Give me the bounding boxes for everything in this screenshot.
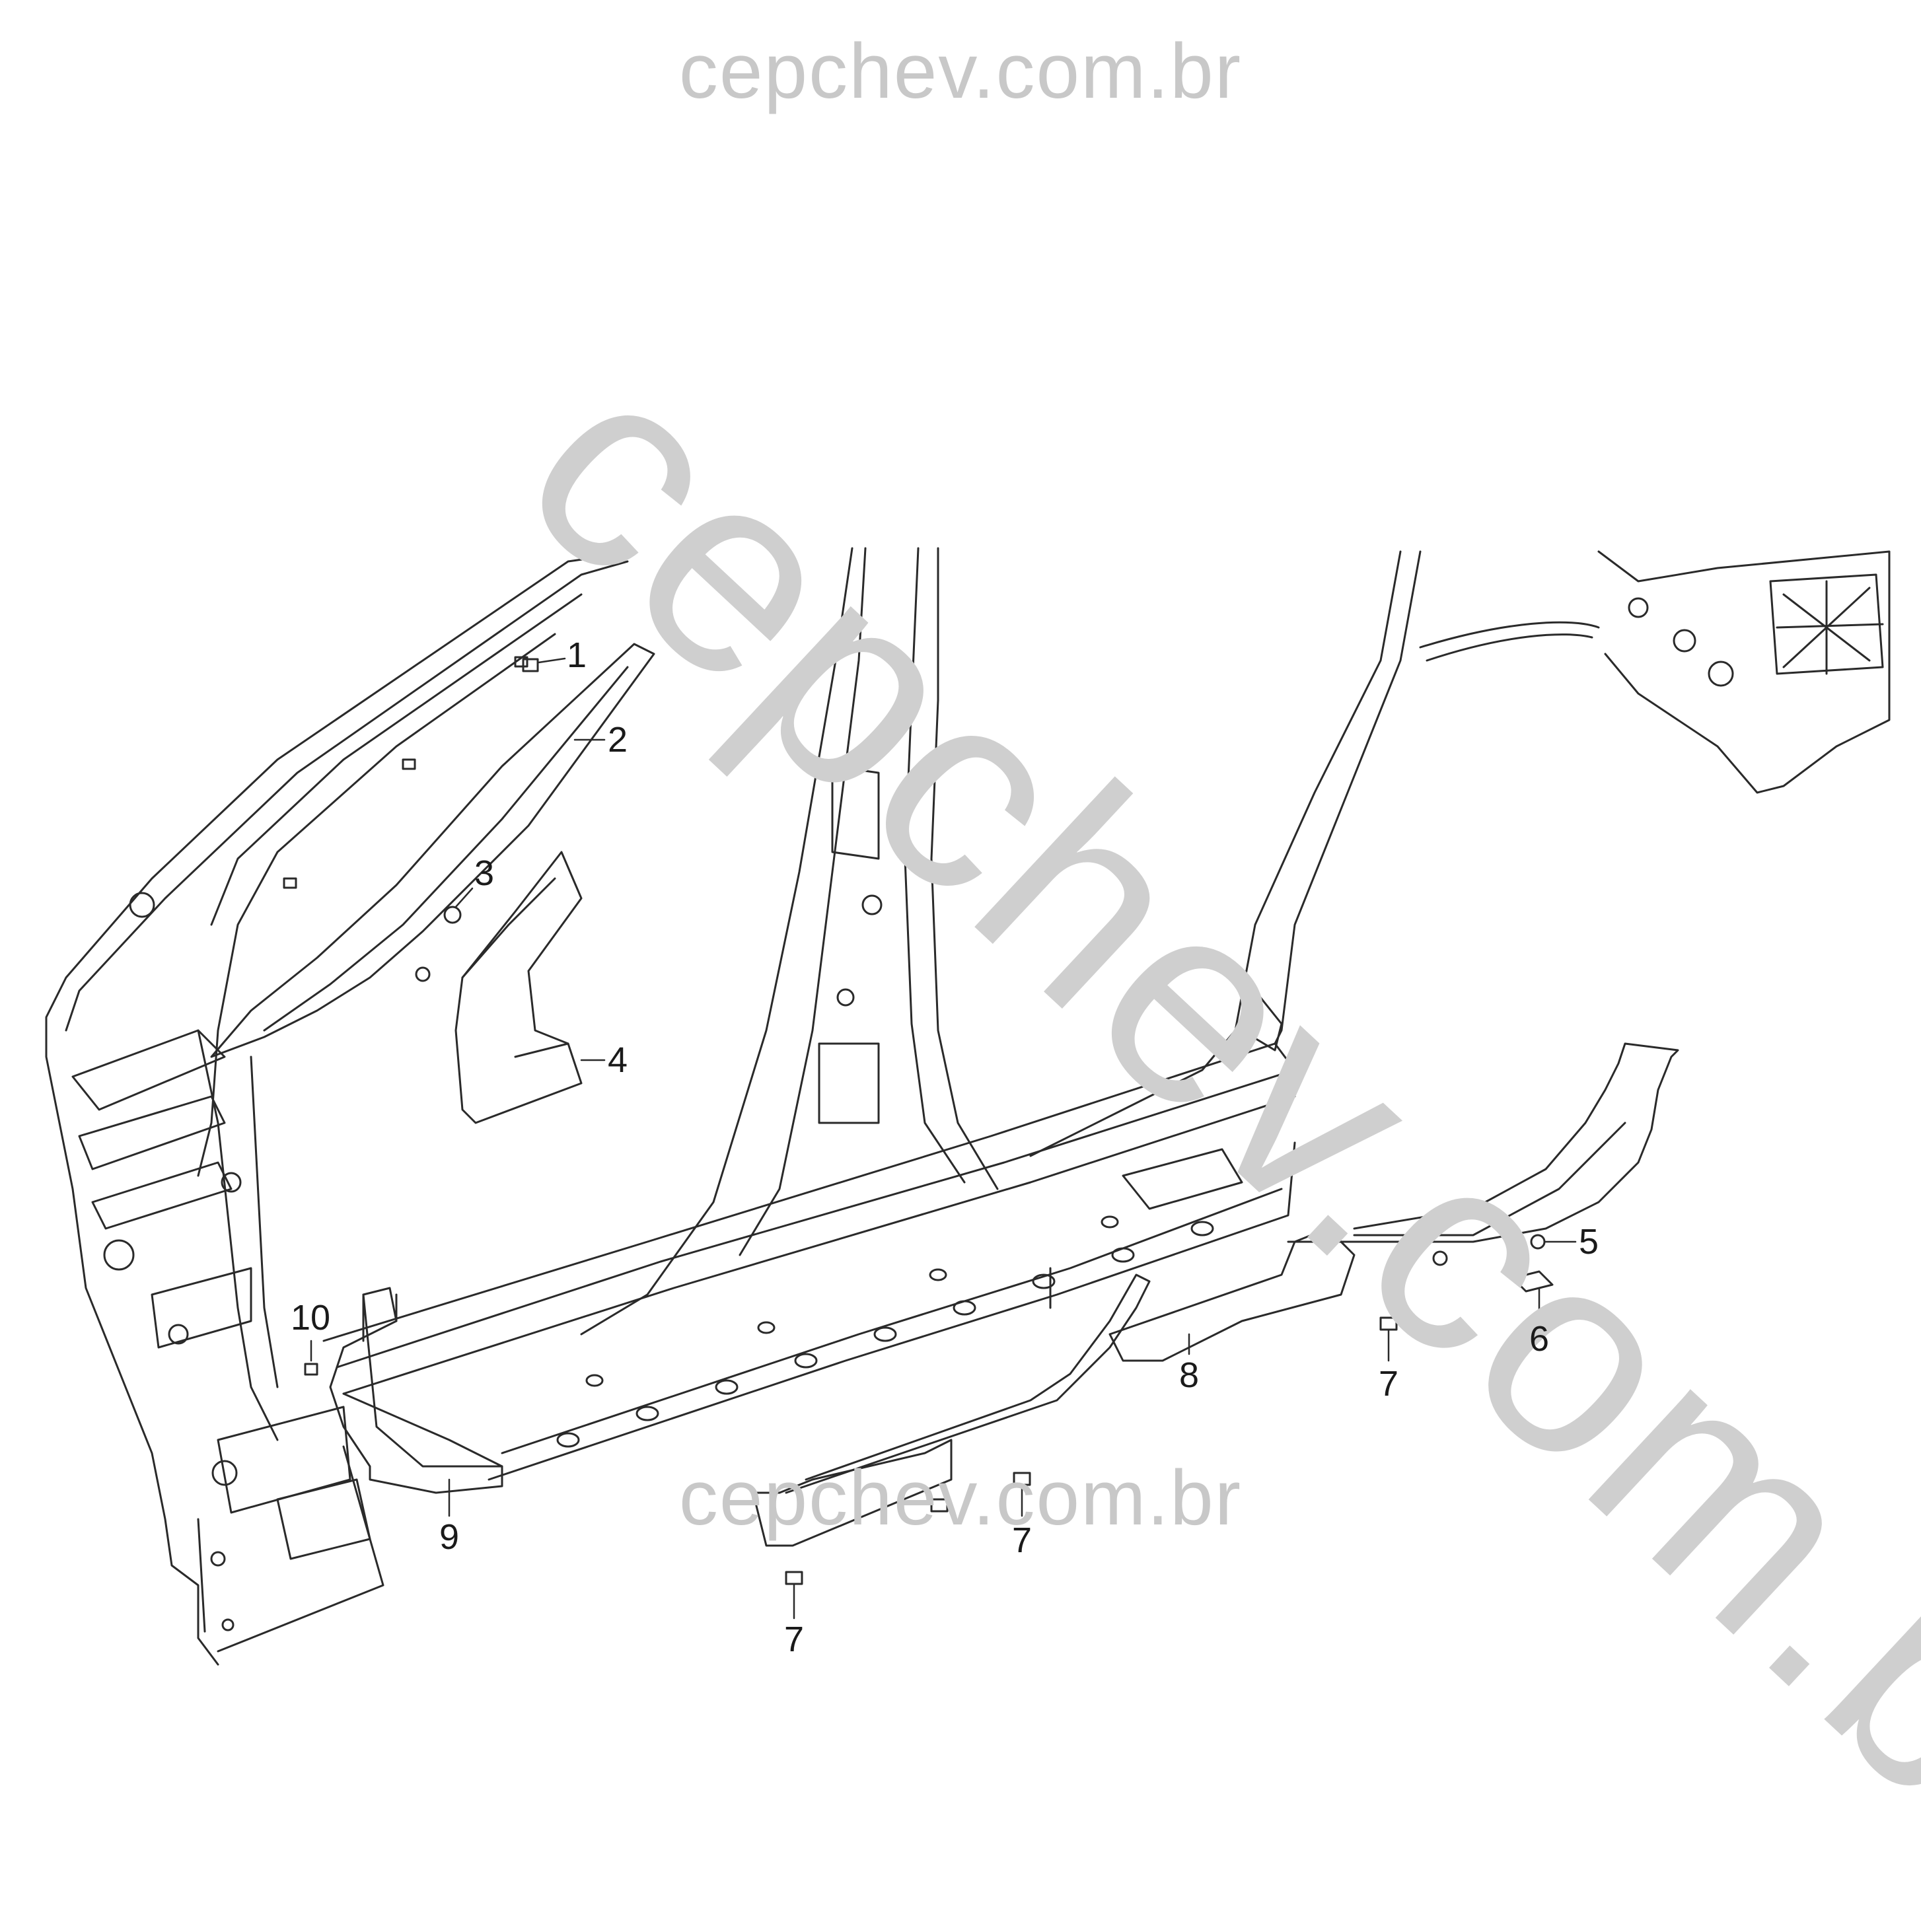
part-1-clip [522,658,539,672]
callout-2: 2 [608,720,628,760]
callout-6: 6 [1529,1319,1550,1359]
rear-door-opening [1029,550,1600,1157]
callout-1: 1 [567,635,587,675]
part-3-nut [415,906,462,982]
front-hinge-pillar [45,554,629,1666]
part-7-clips [785,1316,1398,1585]
callout-7-bottom: 7 [784,1620,805,1659]
part-10-clip [304,1363,318,1376]
callout-7-middle: 7 [1012,1521,1033,1560]
leader-lines [310,657,1577,1620]
callout-8: 8 [1179,1355,1200,1395]
rear-quarter-inner [1597,550,1891,794]
part-8-rear-sill-molding [1108,1042,1679,1362]
b-pillar [580,547,999,1336]
callout-4: 4 [608,1040,628,1080]
part-2-a-pillar-trim [210,643,655,1058]
callout-10: 10 [291,1298,331,1338]
part-6-plate [1511,1270,1554,1293]
part-9-front-sill-cover [329,1287,503,1494]
watermark-bottom: cepchev.com.br [678,1454,1243,1542]
body-side-parts-diagram [45,547,1891,1666]
watermark-top: cepchev.com.br [678,28,1243,115]
rocker-sill [322,1042,1296,1481]
front-sill-plate [752,1273,1151,1547]
callout-9: 9 [439,1517,460,1557]
callout-7-right: 7 [1379,1364,1399,1404]
callout-5: 5 [1579,1222,1599,1262]
callout-3: 3 [474,853,495,893]
part-4-pillar-reinforcement [454,851,583,1124]
